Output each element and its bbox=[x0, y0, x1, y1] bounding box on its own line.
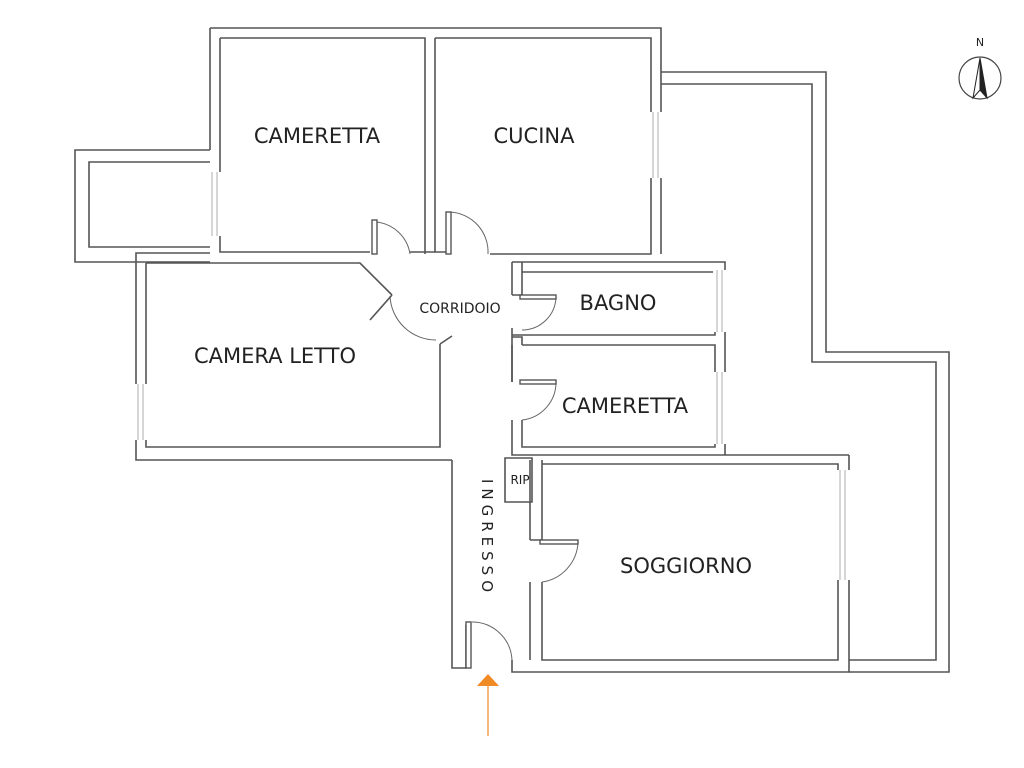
room-label-cameretta-mid: CAMERETTA bbox=[562, 394, 689, 418]
windows bbox=[134, 112, 850, 580]
doors bbox=[369, 211, 579, 669]
room-label-camera-letto: CAMERA LETTO bbox=[194, 344, 356, 368]
north-arrow-icon: N bbox=[958, 36, 1002, 100]
room-label-soggiorno: SOGGIORNO bbox=[620, 554, 752, 578]
room-label-cameretta-top: CAMERETTA bbox=[254, 124, 381, 148]
room-label-ingresso: INGRESSO bbox=[478, 479, 496, 597]
room-label-cucina: CUCINA bbox=[494, 124, 576, 148]
entrance-arrow-icon bbox=[477, 674, 499, 736]
room-label-corridoio: CORRIDOIO bbox=[419, 301, 500, 317]
room-label-bagno: BAGNO bbox=[580, 291, 657, 315]
room-label-rip: RIP bbox=[510, 473, 529, 487]
compass-label: N bbox=[976, 36, 984, 49]
